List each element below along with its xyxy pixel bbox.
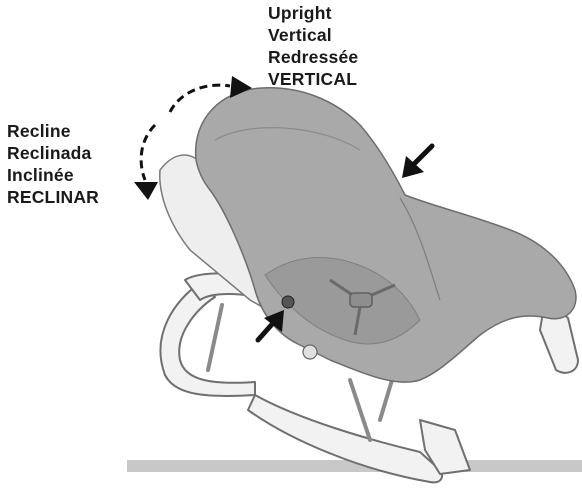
pointer-arrow-icon — [402, 146, 432, 178]
upright-labels: Upright Vertical Redressée VERTICAL — [268, 2, 358, 90]
upright-label-fr: Redressée — [268, 46, 358, 68]
recline-label-fr: Inclinée — [7, 164, 99, 186]
upright-label-en: Upright — [268, 2, 358, 24]
recline-label-pt: RECLINAR — [7, 186, 99, 208]
recline-label-es: Reclinada — [7, 142, 99, 164]
recline-labels: Recline Reclinada Inclinée RECLINAR — [7, 120, 99, 208]
recline-label-en: Recline — [7, 120, 99, 142]
seat-fabric — [196, 88, 576, 382]
curved-dashed-arrow-icon — [134, 125, 158, 200]
upright-label-es: Vertical — [268, 24, 358, 46]
upright-label-pt: VERTICAL — [268, 68, 358, 90]
